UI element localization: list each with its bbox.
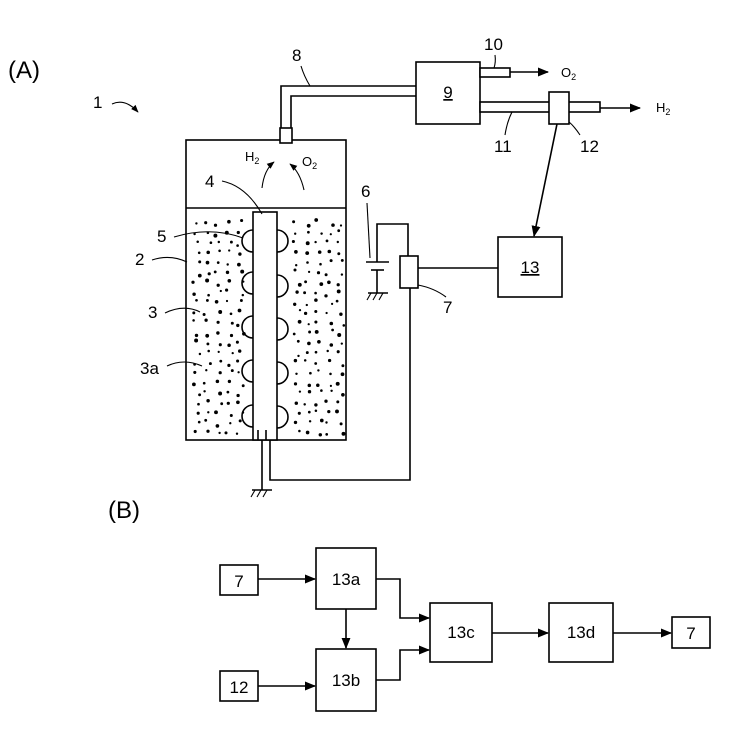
h2-rise-arrow	[262, 162, 274, 188]
label-2: 2	[135, 250, 144, 269]
label-11-leader	[505, 112, 512, 135]
current-sensor-7	[400, 256, 418, 288]
label-3a-leader	[167, 362, 202, 366]
ground-symbol-6	[367, 293, 388, 300]
section-b-label: (B)	[108, 497, 140, 524]
block-13b-label: 13b	[332, 671, 360, 690]
label-3a: 3a	[140, 359, 159, 378]
label-7: 7	[443, 298, 452, 317]
label-2-leader	[152, 257, 187, 262]
label-5: 5	[157, 227, 166, 246]
pipe-8-fitting	[280, 128, 292, 143]
label-4: 4	[205, 172, 214, 191]
block-13c-label: 13c	[447, 623, 475, 642]
block-13d-label: 13d	[567, 623, 595, 642]
ground-symbol-rod	[251, 490, 272, 497]
flow-sensor-12	[549, 92, 569, 124]
block-7-output-label: 7	[686, 624, 695, 643]
circuit-return-wire	[270, 288, 410, 480]
label-1-arrow	[112, 102, 138, 112]
h2-out-label: H2	[656, 100, 670, 117]
label-3: 3	[148, 303, 157, 322]
block-7-input-label: 7	[234, 572, 243, 591]
arrow-13b-to-13c	[376, 650, 429, 680]
right-bubbles	[277, 230, 288, 428]
signal-12-to-13	[534, 124, 557, 236]
o2-inside-label: O2	[302, 154, 317, 171]
label-12: 12	[580, 137, 599, 156]
label-8-leader	[301, 66, 310, 86]
block-12-input-label: 12	[230, 678, 249, 697]
pipe-8-inner	[291, 96, 416, 140]
label-6: 6	[361, 182, 370, 201]
electrode-rod	[253, 212, 277, 440]
label-1: 1	[93, 93, 102, 112]
pipe-11	[480, 102, 600, 112]
label-7-leader	[418, 285, 446, 297]
section-a-label: (A)	[8, 57, 40, 84]
pipe-8-outer	[281, 86, 416, 140]
h2-inside-label: H2	[245, 149, 259, 166]
o2-out-label: O2	[561, 65, 576, 82]
label-12-leader	[569, 122, 580, 135]
left-bubbles	[242, 230, 253, 427]
block-13a-label: 13a	[332, 570, 361, 589]
label-11: 11	[494, 137, 512, 156]
label-8: 8	[292, 46, 301, 65]
box-13-label: 13	[521, 258, 540, 277]
box-9-label: 9	[443, 83, 452, 102]
pipe-10	[480, 68, 510, 77]
arrow-13a-to-13c	[376, 579, 429, 618]
label-6-leader	[367, 203, 370, 258]
label-4-leader	[222, 181, 262, 214]
label-10-leader	[494, 55, 495, 68]
label-10: 10	[484, 35, 503, 54]
